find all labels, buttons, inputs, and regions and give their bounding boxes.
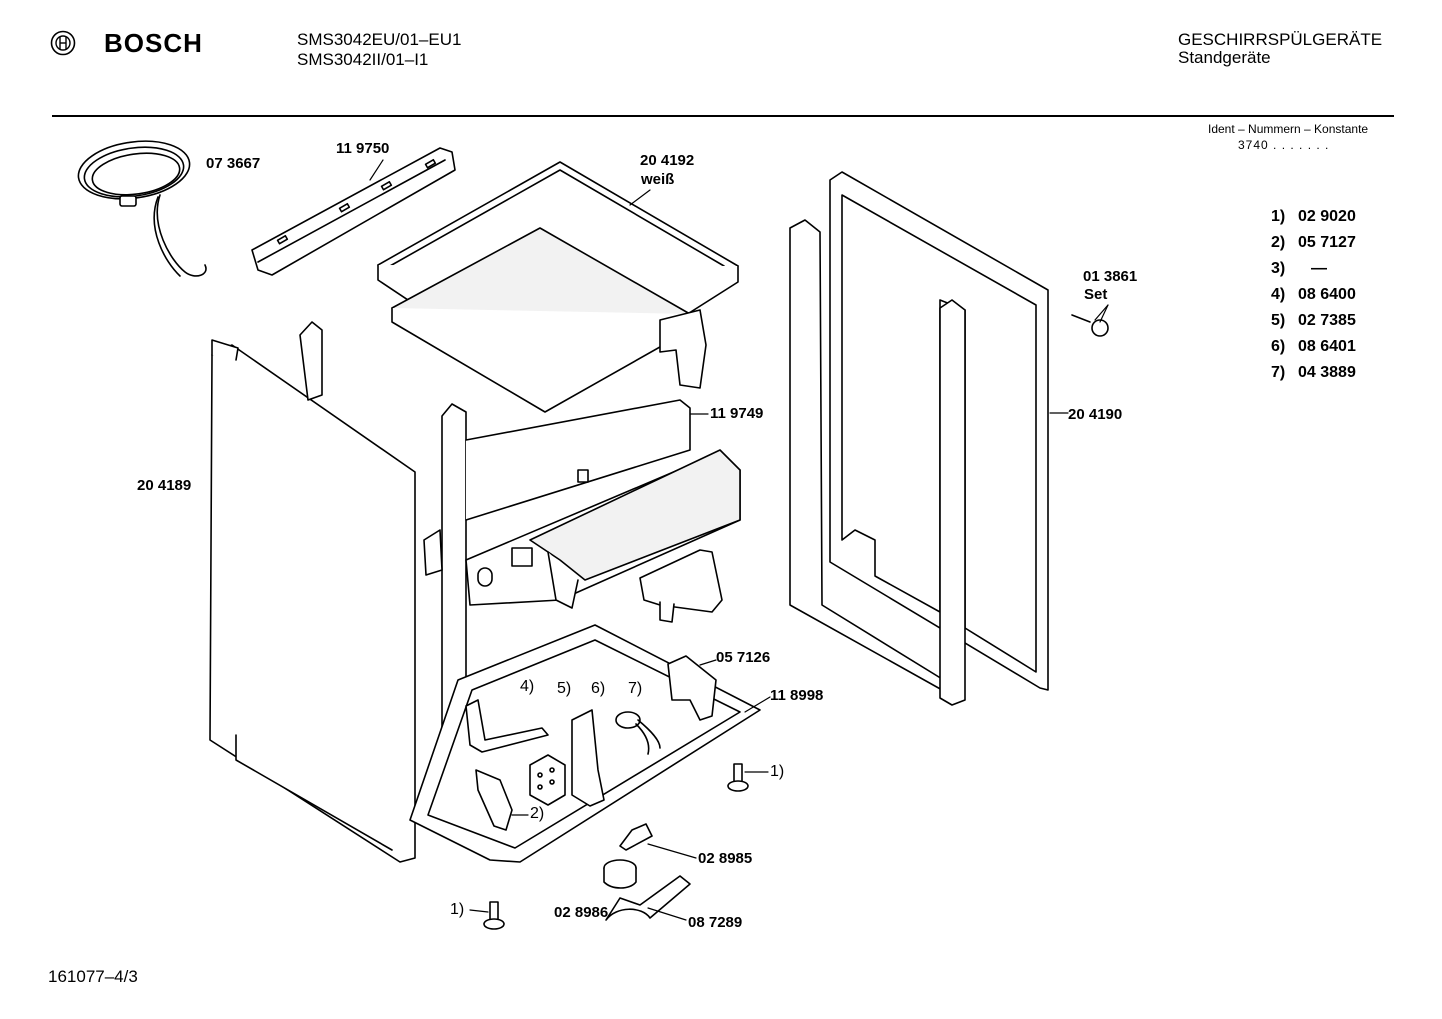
variant-key: 3): [1271, 260, 1286, 277]
callout-1-left: 1): [450, 901, 465, 918]
part-7-capacitor: [616, 712, 660, 754]
variant-row: 7): [1271, 364, 1285, 382]
foot-right: [728, 764, 748, 791]
label-rear-bracket: 11 9749: [710, 405, 764, 422]
float-holder-087289: [606, 876, 690, 920]
label-float: 02 8986: [554, 904, 609, 921]
rear-bracket: [466, 400, 740, 608]
header-divider: [52, 115, 1394, 117]
callout-2: 2): [530, 805, 545, 822]
label-top-cover-note: weiß: [641, 171, 675, 188]
label-screw-set-note: Set: [1084, 286, 1108, 303]
variant-row: 5): [1271, 312, 1285, 330]
ident-title: Ident – Nummern – Konstante: [1208, 122, 1369, 136]
screw-set: [1072, 315, 1108, 336]
variant-row: 4): [1271, 286, 1285, 304]
side-panel-left: [210, 340, 415, 862]
label-float-holder: 08 7289: [688, 914, 743, 931]
part-6-plate: [572, 710, 604, 806]
top-rail: [252, 148, 455, 275]
switch-028985: [620, 824, 652, 850]
variant-row: 6): [1271, 338, 1285, 356]
variant-value: 02 7385: [1298, 312, 1356, 329]
label-side-panel-left: 20 4189: [137, 477, 192, 494]
variant-key: 2): [1271, 234, 1286, 251]
variant-value: —: [1311, 260, 1327, 277]
side-panel-right: [790, 172, 1048, 705]
label-side-panel-right: 20 4190: [1068, 406, 1123, 423]
power-cable: [75, 134, 206, 276]
variant-row: 1): [1271, 208, 1285, 226]
bracket-057126: [668, 656, 716, 720]
callout-1-right: 1): [770, 763, 785, 780]
variant-row: 2): [1271, 234, 1285, 252]
label-top-rail: 11 9750: [336, 140, 390, 157]
variant-key: 7): [1271, 364, 1286, 381]
bosch-logo-icon: [50, 30, 76, 61]
variant-value: 02 9020: [1298, 208, 1356, 225]
variant-value: 08 6401: [1298, 338, 1356, 355]
product-subcategory: Standgeräte: [1178, 48, 1271, 67]
label-top-cover: 20 4192: [640, 152, 695, 169]
insulation-mat: [392, 228, 706, 412]
callout-4: 4): [520, 678, 535, 695]
variant-key: 4): [1271, 286, 1286, 303]
drawing-number: 161077–4/3: [48, 967, 138, 986]
label-base-frame: 11 8998: [770, 687, 824, 704]
label-screw-set: 01 3861: [1083, 268, 1138, 285]
brand-name: BOSCH: [104, 28, 203, 58]
leader-lines: [370, 160, 1108, 920]
variant-row: 3): [1271, 260, 1285, 278]
label-switch: 02 8985: [698, 850, 753, 867]
part-2-bracket: [476, 770, 512, 830]
part-4-bracket: [466, 700, 548, 752]
model-number-1: SMS3042EU/01–EU1: [297, 30, 462, 49]
callout-6: 6): [591, 680, 606, 697]
callout-7: 7): [628, 680, 643, 697]
variant-value: 08 6400: [1298, 286, 1356, 303]
model-number-2: SMS3042II/01–I1: [297, 50, 429, 69]
product-category: GESCHIRRSPÜLGERÄTE: [1178, 30, 1383, 49]
hose-connector: [640, 550, 722, 622]
ident-value: 3740 . . . . . . .: [1238, 138, 1330, 152]
variant-key: 1): [1271, 208, 1286, 225]
variant-value: 05 7127: [1298, 234, 1356, 251]
float-028986: [604, 860, 636, 888]
variant-value: 04 3889: [1298, 364, 1356, 381]
label-power-cable: 07 3667: [206, 155, 261, 172]
label-bracket-front: 05 7126: [716, 649, 771, 666]
part-5-terminal-block: [530, 755, 565, 805]
foot-left: [484, 902, 504, 929]
callout-5: 5): [557, 680, 572, 697]
variant-key: 5): [1271, 312, 1286, 329]
variant-key: 6): [1271, 338, 1286, 355]
